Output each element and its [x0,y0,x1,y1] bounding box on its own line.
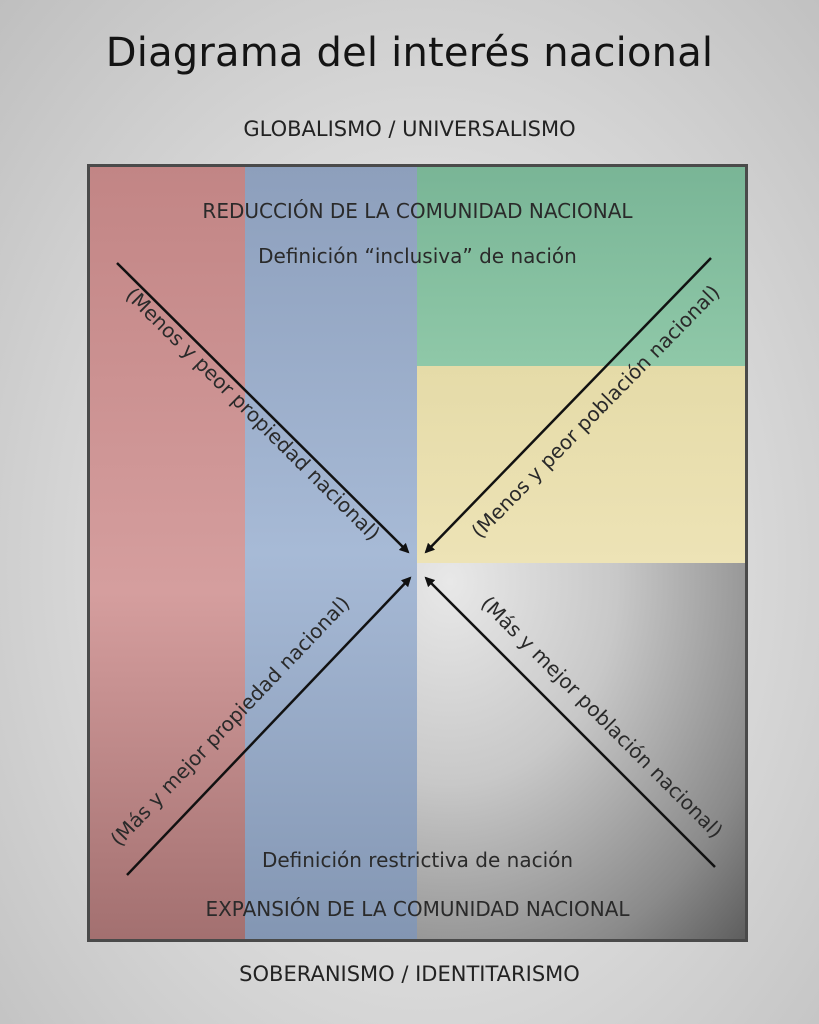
yellow-band [417,366,745,563]
arrow-top-right [424,257,712,554]
expansion-label: EXPANSIÓN DE LA COMUNIDAD NACIONAL [205,897,630,921]
arrow-bottom-right [424,576,716,868]
arrow-bottom-left [126,576,412,876]
gray-band [417,563,745,939]
green-band [417,167,745,366]
red-band [90,167,245,939]
reduction-label: REDUCCIÓN DE LA COMUNIDAD NACIONAL [202,199,633,223]
blue-band [245,167,417,939]
axis-bottom-label: SOBERANISMO / IDENTITARISMO [239,962,580,986]
diagram-title: Diagrama del interés nacional [105,30,714,76]
arrow-top-left [116,262,410,554]
inclusive-definition-label: Definición “inclusiva” de nación [258,244,577,268]
diagram-frame [87,164,748,942]
restrictive-definition-label: Definición restrictiva de nación [261,848,574,872]
axis-top-label: GLOBALISMO / UNIVERSALISMO [243,117,576,141]
